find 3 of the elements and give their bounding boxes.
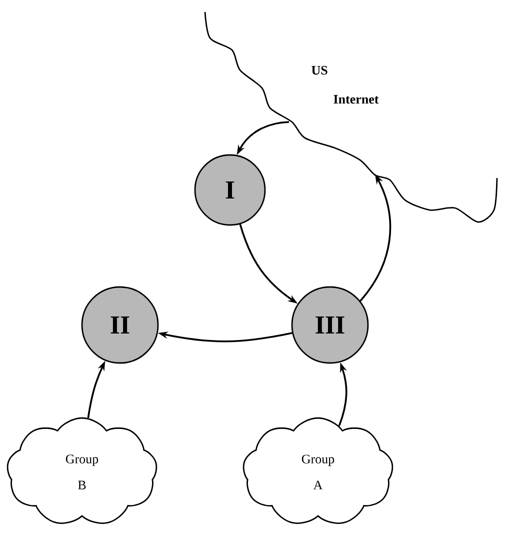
group-cloud: Group B	[6, 417, 158, 524]
group-cloud: Group A	[242, 417, 394, 524]
region-label: US Internet	[312, 66, 379, 104]
